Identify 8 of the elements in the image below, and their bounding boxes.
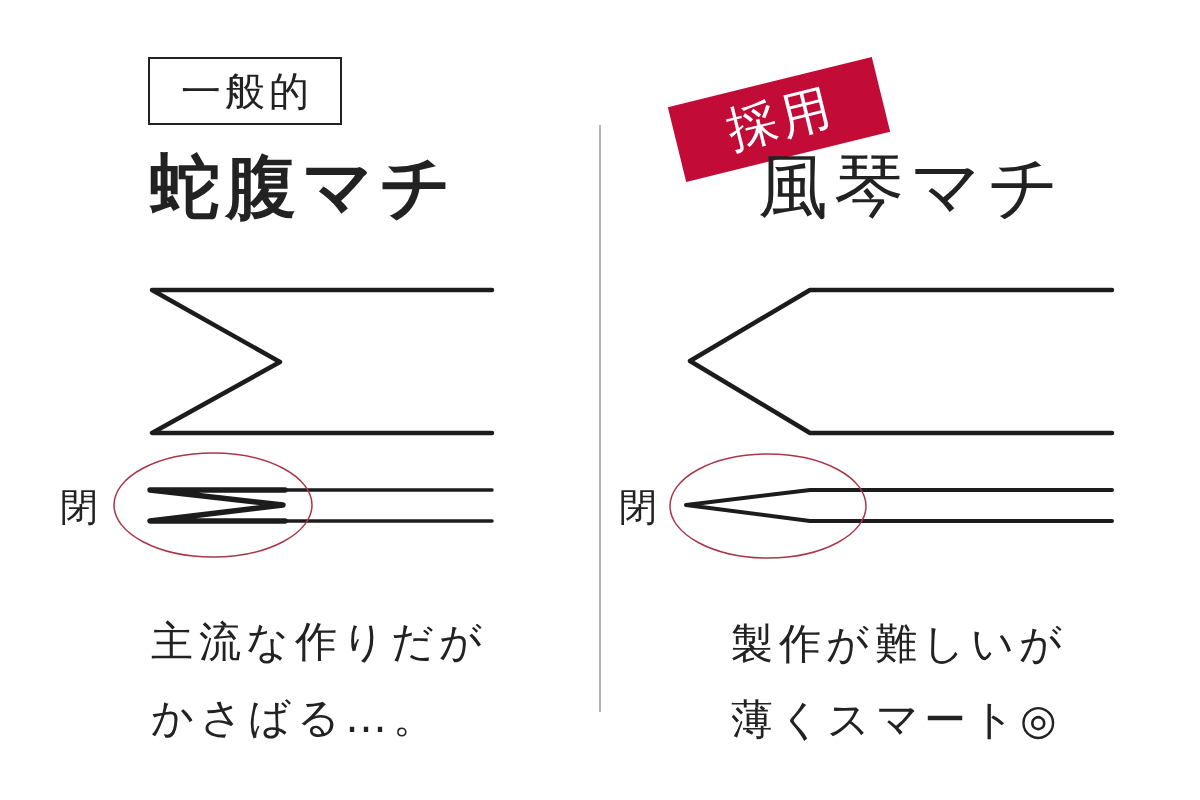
- tag-box: [148, 57, 342, 125]
- description-text: 製作が難しいが薄くスマート◎: [731, 618, 1069, 746]
- closed-state-label: 閉: [60, 486, 98, 528]
- heading: 蛇腹マチ: [150, 147, 458, 227]
- tag-text: 一般的: [181, 69, 313, 113]
- description-text: 主流な作りだがかさばる…。: [151, 616, 489, 744]
- heading: 風琴マチ: [758, 147, 1066, 227]
- closed-state-label: 閉: [619, 486, 657, 528]
